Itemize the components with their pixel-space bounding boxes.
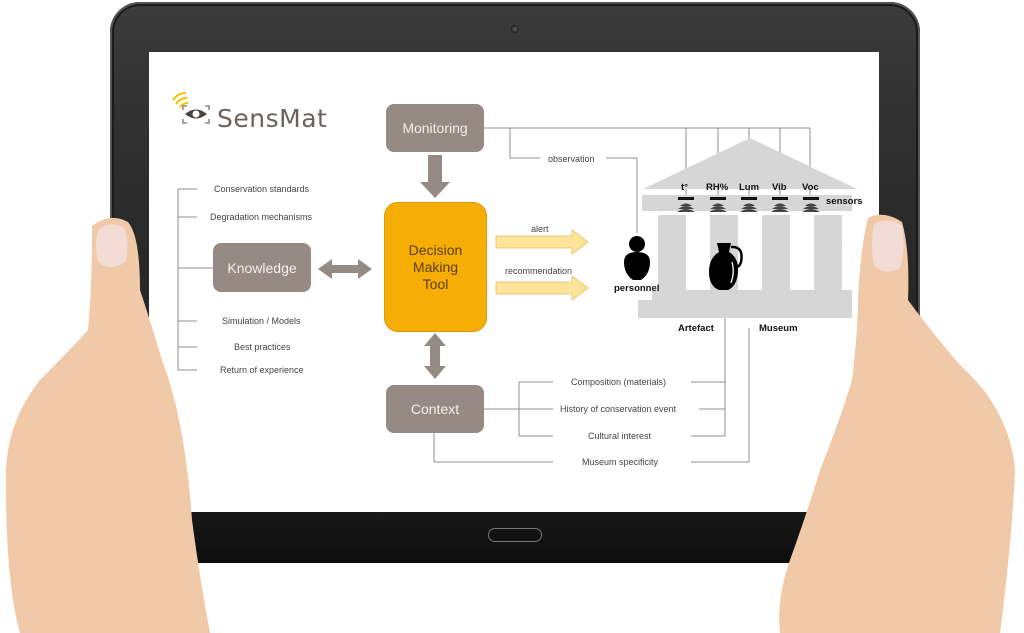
personnel-icon bbox=[624, 236, 650, 280]
sensor-icons bbox=[677, 197, 820, 212]
personnel-label: personnel bbox=[614, 283, 660, 294]
knowledge-node[interactable]: Knowledge bbox=[213, 243, 311, 292]
sensor-label-voc: Voc bbox=[802, 182, 819, 193]
museum-label: Museum bbox=[759, 323, 798, 334]
museum-specificity-line bbox=[433, 432, 553, 463]
recommendation-label: recommendation bbox=[505, 266, 573, 276]
observation-line bbox=[509, 128, 638, 233]
context-item: Cultural interest bbox=[588, 431, 652, 441]
knowledge-item: Conservation standards bbox=[214, 184, 310, 194]
decision-label-line2: Making bbox=[412, 258, 459, 275]
knowledge-item: Return of experience bbox=[220, 365, 304, 375]
context-node[interactable]: Context bbox=[386, 385, 484, 433]
camera-icon bbox=[511, 25, 519, 33]
sensor-label-temperature: t° bbox=[681, 182, 688, 193]
right-hand bbox=[779, 214, 1015, 633]
artefact-jug-icon bbox=[709, 243, 743, 290]
observation-label: observation bbox=[548, 154, 595, 164]
recommendation-arrow bbox=[495, 275, 589, 301]
right-thumbnail bbox=[872, 220, 904, 272]
knowledge-decision-double-arrow bbox=[318, 259, 372, 279]
decision-making-tool-node[interactable]: Decision Making Tool bbox=[384, 202, 487, 332]
context-branch-lines bbox=[484, 381, 553, 437]
brand-name: SensMat bbox=[217, 104, 328, 133]
artefact-label: Artefact bbox=[678, 323, 714, 334]
decision-label-line3: Tool bbox=[422, 275, 449, 292]
alert-label: alert bbox=[531, 224, 549, 234]
museum-bracket-line bbox=[691, 328, 750, 463]
context-item: Composition (materials) bbox=[571, 377, 667, 387]
sensor-label-luminosity: Lum bbox=[739, 182, 760, 193]
knowledge-item: Simulation / Models bbox=[222, 316, 301, 326]
sensor-label-vibration: Vib bbox=[772, 182, 787, 193]
museum-temple-icon bbox=[638, 138, 857, 318]
knowledge-item: Best practices bbox=[234, 342, 291, 352]
decision-label-line1: Decision bbox=[408, 241, 463, 258]
decision-context-double-arrow bbox=[424, 333, 446, 379]
context-item: Museum specificity bbox=[582, 457, 659, 467]
monitoring-node[interactable]: Monitoring bbox=[386, 104, 484, 152]
left-thumbnail bbox=[96, 224, 128, 267]
monitoring-to-decision-arrow bbox=[420, 155, 450, 198]
alert-arrow bbox=[495, 229, 589, 255]
sensmat-logo-icon bbox=[172, 92, 210, 124]
context-item: History of conservation event bbox=[560, 404, 677, 414]
knowledge-item: Degradation mechanisms bbox=[210, 212, 313, 222]
sensors-label: sensors bbox=[826, 196, 863, 207]
home-button[interactable] bbox=[488, 528, 542, 542]
left-hand bbox=[5, 217, 210, 633]
sensor-label-humidity: RH% bbox=[706, 182, 729, 193]
knowledge-branch-lines bbox=[178, 188, 213, 371]
artefact-bracket-line bbox=[691, 290, 726, 437]
